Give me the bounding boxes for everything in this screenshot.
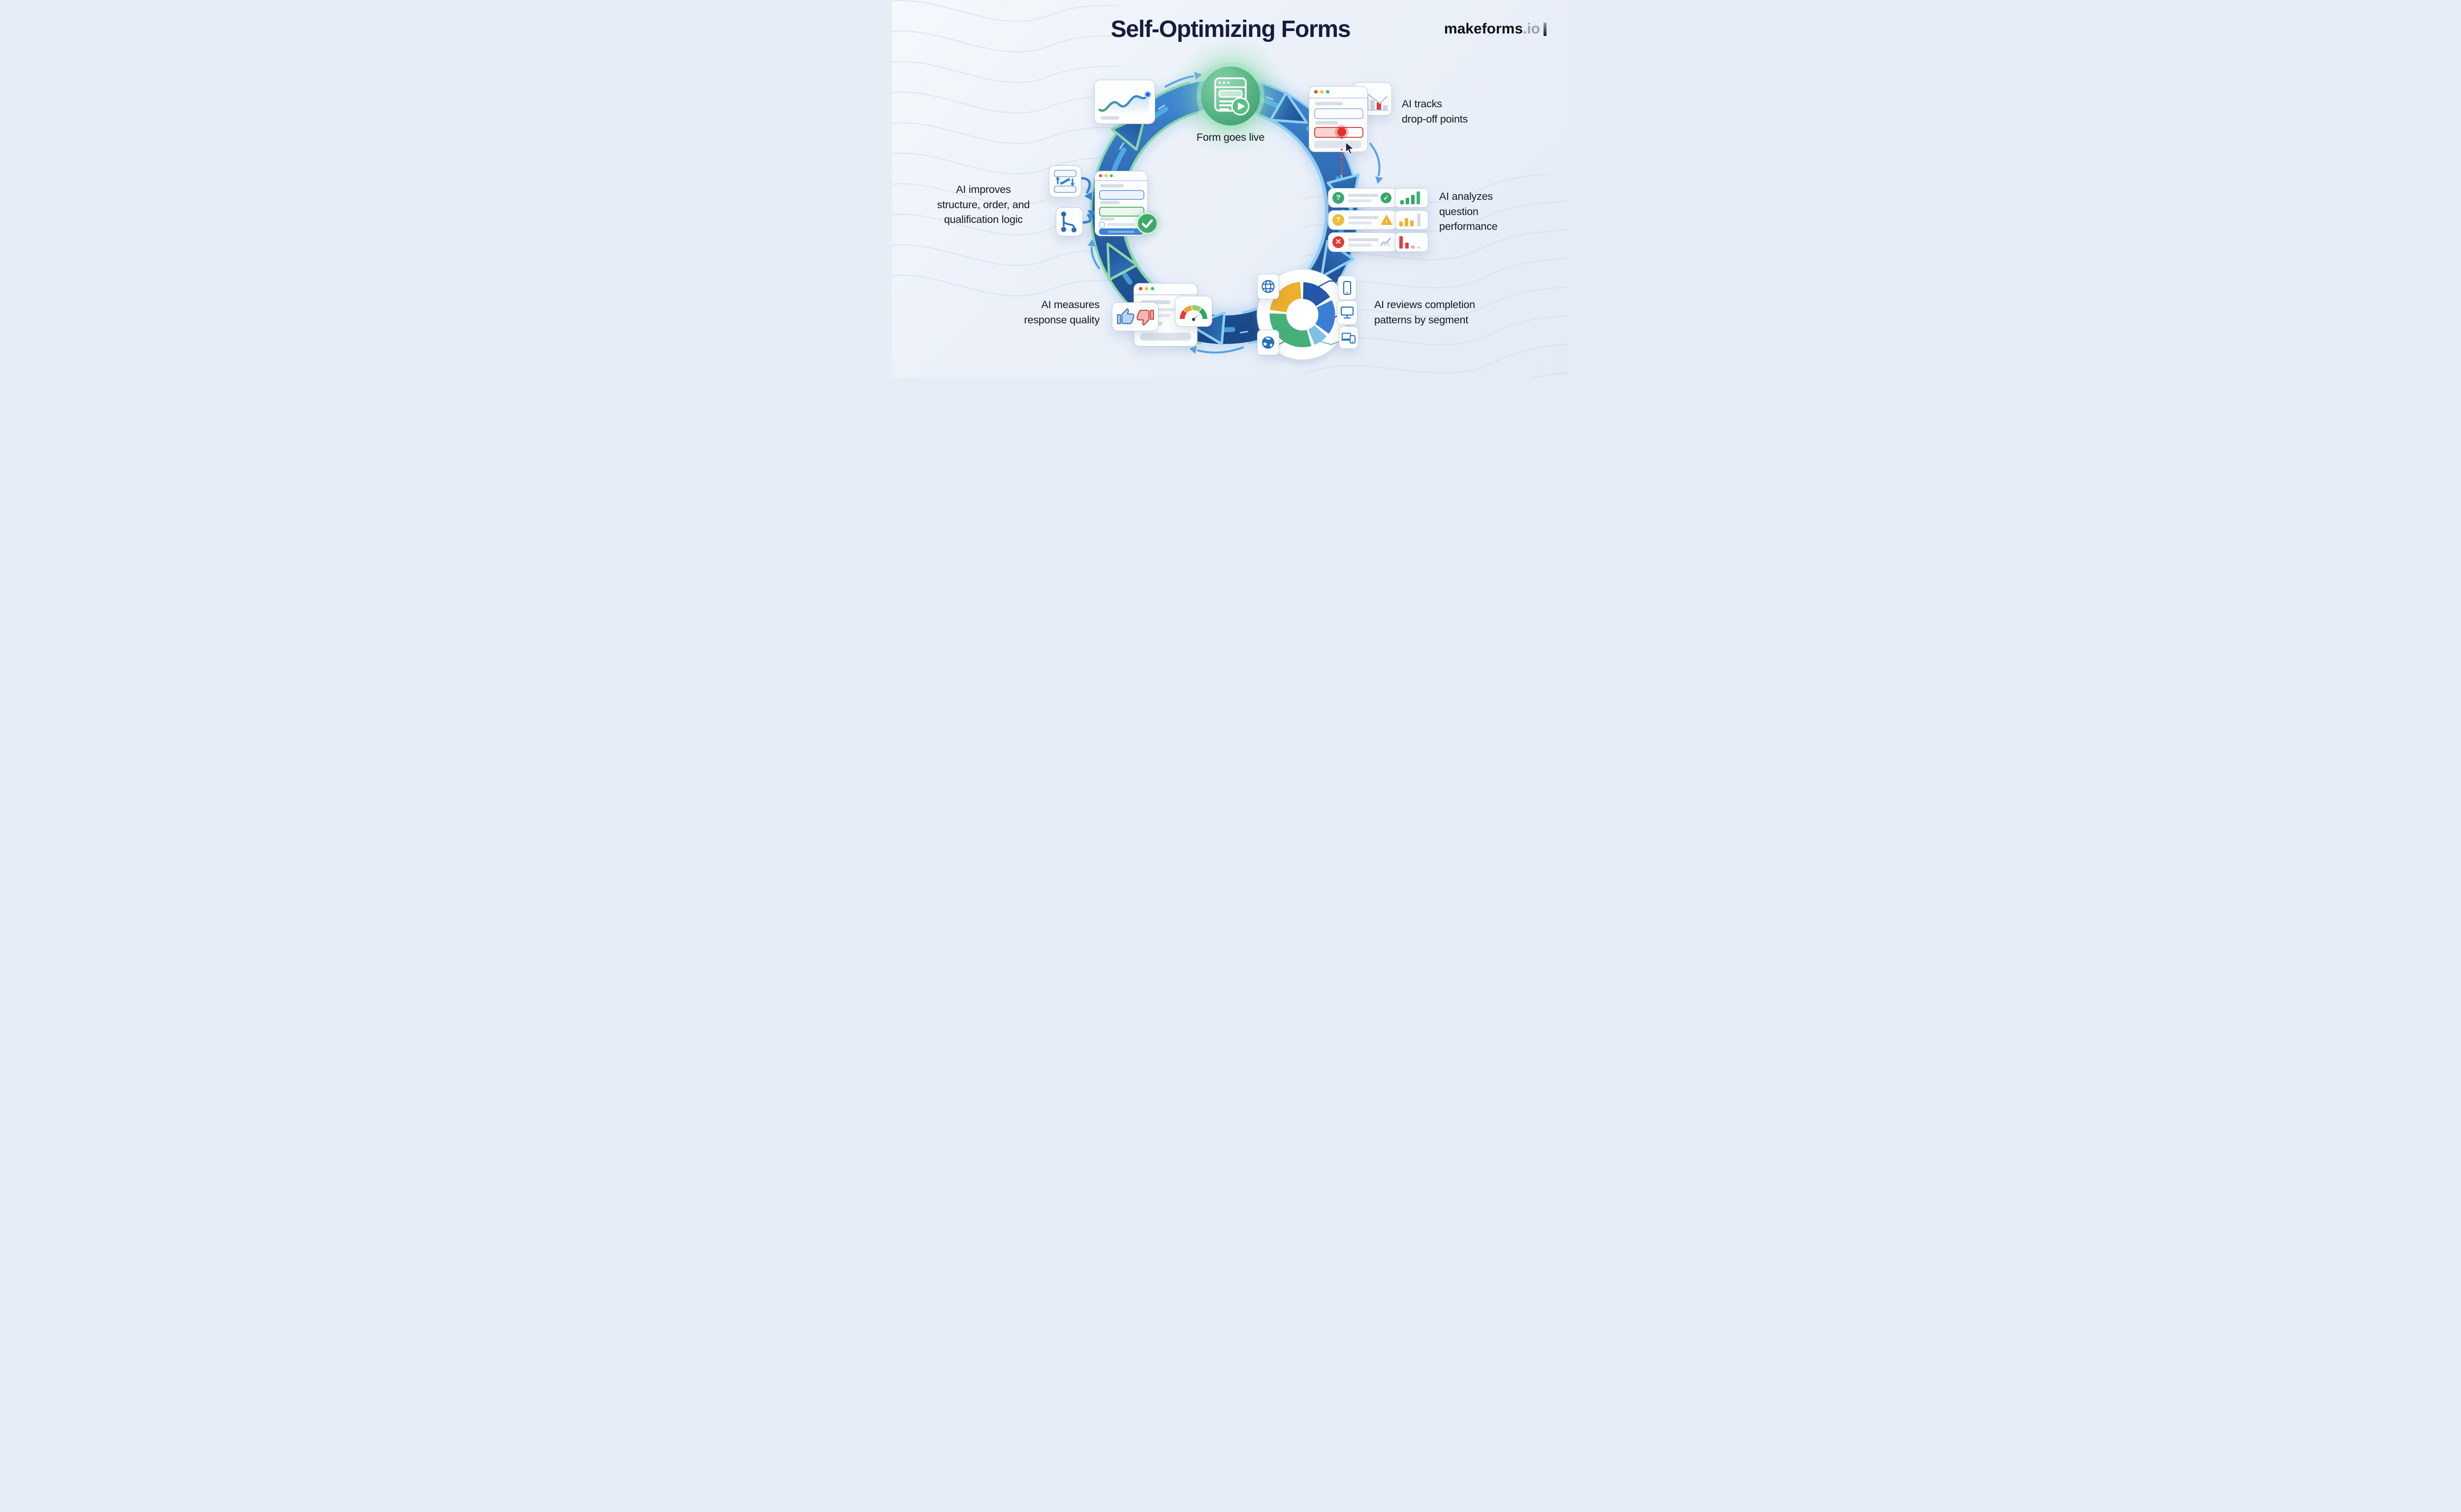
window-traffic-dots xyxy=(1314,90,1329,94)
stage-label-reviews: AI reviews completion patterns by segmen… xyxy=(1374,299,1475,326)
mixed-bars-card xyxy=(1395,210,1428,230)
globe-icon xyxy=(1262,280,1275,293)
logo-tld: .io xyxy=(1523,21,1540,37)
earth-card xyxy=(1257,330,1279,355)
text-placeholder xyxy=(1100,184,1124,188)
form-input xyxy=(1099,190,1144,200)
data-point-dot xyxy=(1144,91,1152,98)
text-placeholder xyxy=(1141,308,1178,311)
branch-logic-card xyxy=(1056,207,1083,236)
thumbs-card xyxy=(1112,302,1159,331)
checkbox-icon xyxy=(1099,222,1104,227)
question-icon: ? xyxy=(1332,214,1344,226)
gauge-icon xyxy=(1180,305,1207,321)
text-placeholder xyxy=(1348,194,1379,197)
stage-label-analyzes: AI analyzes question performance xyxy=(1439,190,1498,233)
mobile-card xyxy=(1338,276,1357,300)
form-input xyxy=(1314,108,1363,119)
small-trend-icon xyxy=(1380,238,1391,246)
ascending-bars-icon xyxy=(1400,191,1420,204)
text-placeholder xyxy=(1348,216,1379,219)
approved-check-badge xyxy=(1136,213,1158,234)
text-placeholder xyxy=(1348,244,1372,247)
cross-icon: ✕ xyxy=(1332,236,1344,248)
devices-icon xyxy=(1341,333,1356,344)
text-placeholder xyxy=(1107,223,1135,226)
submit-button-placeholder xyxy=(1099,228,1143,235)
cycle-arrowhead-lower-left-green xyxy=(1106,242,1138,282)
reorder-fields-icon xyxy=(1054,170,1076,193)
text-placeholder xyxy=(1315,102,1343,105)
stage-label-tracks: AI tracks drop-off points xyxy=(1402,98,1468,125)
window-traffic-dots xyxy=(1139,287,1154,290)
form-live-badge xyxy=(1201,66,1260,126)
thumbs-up-icon xyxy=(1117,308,1135,324)
gauge-card xyxy=(1175,296,1212,327)
window-traffic-dots xyxy=(1099,174,1113,177)
page-title: Self-Optimizing Forms xyxy=(1110,16,1351,42)
improve-connector-arrowheads xyxy=(1084,191,1096,218)
segment-green xyxy=(1269,313,1312,347)
segment-medium-blue xyxy=(1315,300,1335,334)
stage-label-measures: AI measures response quality xyxy=(1024,299,1100,326)
form-button-placeholder xyxy=(1140,333,1191,341)
ascending-bars-card xyxy=(1395,188,1428,208)
reorder-fields-card xyxy=(1049,165,1081,197)
dropoff-form-card xyxy=(1309,86,1368,174)
stage-label-improves: AI improves structure, order, and qualif… xyxy=(937,184,1030,226)
question-fail-row: ✕ xyxy=(1328,232,1398,252)
descending-bars-card xyxy=(1395,232,1428,252)
text-placeholder xyxy=(1100,218,1115,220)
earth-icon xyxy=(1262,336,1274,349)
check-icon: ✓ xyxy=(1381,192,1391,203)
brand-logo: makeforms.io xyxy=(1444,21,1546,37)
gauge-needle xyxy=(1193,313,1202,320)
warning-icon: ! xyxy=(1381,215,1392,225)
text-placeholder xyxy=(1348,221,1372,224)
segment-dark-blue xyxy=(1302,282,1330,307)
cursor-icon xyxy=(1345,142,1355,155)
logo-cursor-bar xyxy=(1544,22,1546,36)
text-placeholder xyxy=(1348,199,1372,202)
mixed-bars-icon xyxy=(1399,214,1420,226)
dropoff-dotted-line xyxy=(1341,137,1343,174)
text-placeholder xyxy=(1141,300,1170,304)
logo-brand: makeforms xyxy=(1444,21,1523,37)
question-ok-row: ? ✓ xyxy=(1328,188,1398,208)
segment-donut-icon xyxy=(1257,269,1348,360)
text-placeholder xyxy=(1315,121,1338,125)
play-icon xyxy=(1238,102,1245,110)
devices-card xyxy=(1339,326,1358,349)
text-placeholder xyxy=(1100,201,1120,204)
improve-connectors xyxy=(1079,177,1092,224)
stage-label-live: Form goes live xyxy=(1196,131,1265,143)
infographic-canvas: Form goes live xyxy=(892,0,1569,378)
form-window-play-icon xyxy=(1214,77,1250,116)
improved-form-card xyxy=(1095,171,1158,236)
text-placeholder xyxy=(1348,238,1379,241)
trend-line-icon xyxy=(1098,91,1152,120)
trend-chart-card xyxy=(1094,80,1155,124)
descending-bars-icon xyxy=(1399,236,1420,249)
question-warn-row: ? ! xyxy=(1328,210,1398,230)
globe-card xyxy=(1257,274,1279,299)
branch-logic-icon xyxy=(1061,211,1077,233)
text-placeholder xyxy=(1101,116,1119,120)
optimized-input-highlight xyxy=(1099,207,1144,217)
question-icon: ? xyxy=(1332,192,1344,204)
thumbs-down-icon xyxy=(1136,310,1154,326)
dropoff-point-dot xyxy=(1337,127,1346,136)
mobile-icon xyxy=(1343,281,1352,295)
segment-light-blue xyxy=(1308,325,1327,345)
segment-yellow xyxy=(1270,282,1302,313)
desktop-icon xyxy=(1340,306,1354,319)
monitor-card xyxy=(1337,300,1357,325)
